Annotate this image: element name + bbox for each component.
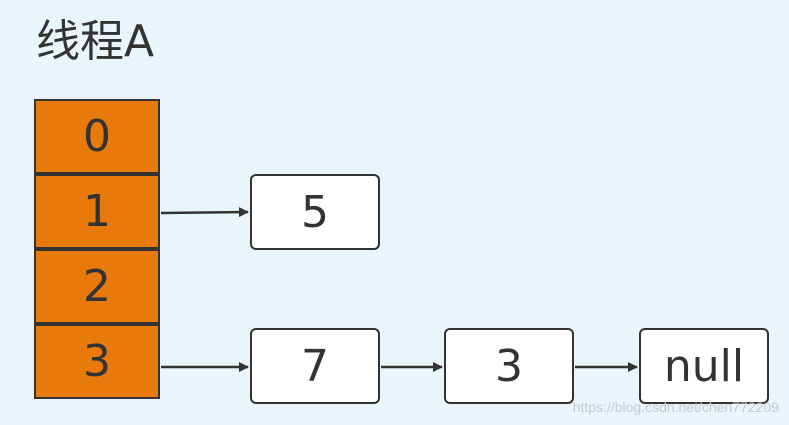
node-value-7: 7 [250, 328, 380, 404]
node-value-5: 5 [250, 174, 380, 250]
arrow-cell1-to-node5 [160, 207, 249, 218]
array-cell-0: 0 [34, 99, 160, 174]
array-cell-1: 1 [34, 174, 160, 249]
diagram-title: 线程A [36, 16, 155, 67]
watermark-text: https://blog.csdn.net/chen772209 [572, 399, 779, 415]
array-cell-2: 2 [34, 249, 160, 324]
node-value-3: 3 [444, 328, 574, 404]
array-cell-3: 3 [34, 324, 160, 399]
node-value-null: null [639, 328, 769, 404]
